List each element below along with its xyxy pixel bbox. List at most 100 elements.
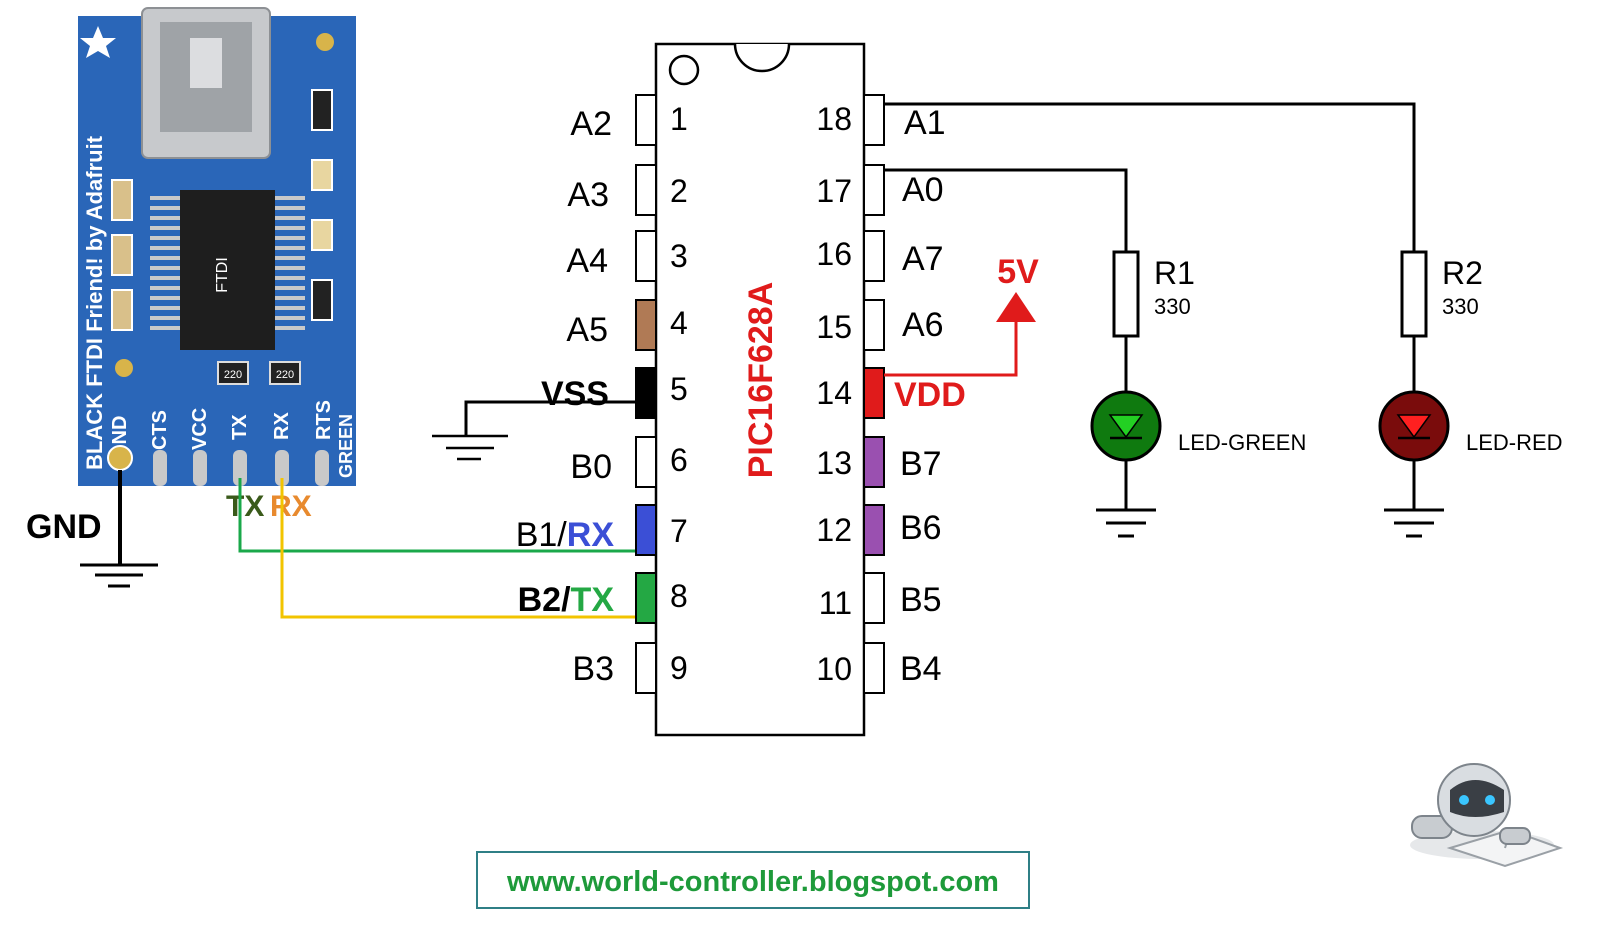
pin-9 [635,642,657,694]
pin-3 [635,230,657,282]
gnd-label: GND [26,508,102,546]
led-green-label: LED-GREEN [1178,430,1306,455]
right-pins [863,94,885,694]
pin-num-16: 16 [816,236,852,272]
pin-label-a7: A7 [902,240,944,278]
pin-label-b5: B5 [900,581,942,619]
a0-wire [884,168,1128,252]
pin-4 [635,299,657,351]
pin-label-b4: B4 [900,650,942,688]
pin-14 [863,367,885,419]
pin-label-b3: B3 [572,650,614,688]
pin-7 [635,504,657,556]
pin-label-b1-rx: B1/RX [516,516,615,554]
chip-name: PIC16F628A [742,282,780,479]
pin-label-vdd: VDD [894,376,966,414]
pin-num-15: 15 [816,309,852,345]
power-label: 5V [997,253,1039,291]
chip-body [654,42,866,737]
rx-wire [280,478,640,619]
pin-num-7: 7 [670,513,688,549]
pin-label-a6: A6 [902,306,944,344]
pin-18 [863,94,885,146]
resistor-r2 [1400,250,1428,338]
board-pin-rx: RX [271,412,293,440]
ground-symbol-icon [432,434,508,461]
pin-num-1: 1 [670,101,688,137]
pin-16 [863,230,885,282]
pin-label-a4: A4 [566,242,608,280]
pin-num-2: 2 [670,173,688,209]
pin-num-5: 5 [670,371,688,407]
pin-label-a2: A2 [570,105,612,143]
board-pin-vcc: VCC [189,408,211,450]
resistor-label-1: 220 [224,369,242,381]
led-red-label: LED-RED [1466,430,1563,455]
pin-num-11: 11 [819,585,852,621]
ground-symbol-icon [1096,508,1156,538]
robot-reading-icon [1410,763,1564,868]
pin-5 [635,367,657,419]
r2-value: 330 [1442,294,1479,319]
board-side-label: GREEN [336,414,356,478]
ftdi-board: FTDI 220 220 BLACK FTDI Friend! by Adafr… [78,7,356,486]
pin-label-a5: A5 [566,311,608,349]
pin-6 [635,436,657,488]
pin-label-rx-accent: RX [567,516,615,554]
led-red [1378,390,1450,462]
ground-symbol-icon [80,563,158,588]
resistor-label-2: 220 [276,369,294,381]
pin-label-a1: A1 [904,104,946,142]
pin-8 [635,572,657,624]
r1-name: R1 [1154,255,1195,291]
pin-label-a3: A3 [567,176,609,214]
pin-15 [863,299,885,351]
pin-num-10: 10 [816,651,852,687]
board-pin-cts: CTS [149,410,171,450]
pin-label-b7: B7 [900,445,942,483]
pin-label-b2: B2/ [518,581,571,619]
pin-label-b1: B1/ [516,516,568,554]
pin-label-b6: B6 [900,509,942,547]
pin-num-3: 3 [670,238,688,274]
website-url[interactable]: www.world-controller.blogspot.com [506,866,999,898]
pin-label-b0: B0 [570,448,612,486]
pin-num-12: 12 [816,512,852,548]
pin-12 [863,504,885,556]
pin1-marker [668,54,700,86]
pin-label-tx-accent: TX [571,581,615,619]
pin-num-18: 18 [816,101,852,137]
r2-name: R2 [1442,255,1483,291]
pin-num-13: 13 [816,445,852,481]
pin-17 [863,164,885,216]
board-rx-label: RX [270,490,312,523]
ground-symbol-icon [1384,508,1444,538]
resistor-r1 [1112,250,1140,338]
vss-wire [464,400,636,436]
star-icon [80,26,116,58]
pin-1 [635,94,657,146]
board-tx-label: TX [226,490,264,523]
pin-num-9: 9 [670,650,688,686]
pin-num-8: 8 [670,578,688,614]
pin-2 [635,164,657,216]
pin-label-a0: A0 [902,171,944,209]
left-pins [635,94,657,694]
led-green [1090,390,1162,462]
pin-11 [863,572,885,624]
a1-wire [884,102,1416,252]
board-pin-tx: TX [229,414,251,440]
pic-chip: PIC16F628A [654,42,866,737]
ftdi-chip-label: FTDI [214,257,231,293]
board-title: BLACK FTDI Friend! by Adafruit [82,135,107,470]
pin-num-14: 14 [816,375,852,411]
pin-label-b2-tx: B2/TX [518,581,615,619]
pin-13 [863,436,885,488]
pin-num-17: 17 [816,173,852,209]
pin-10 [863,642,885,694]
pin-num-4: 4 [670,305,688,341]
pin-label-vss: VSS [541,375,609,413]
power-arrow-icon [996,292,1036,322]
url-box [476,851,1030,909]
